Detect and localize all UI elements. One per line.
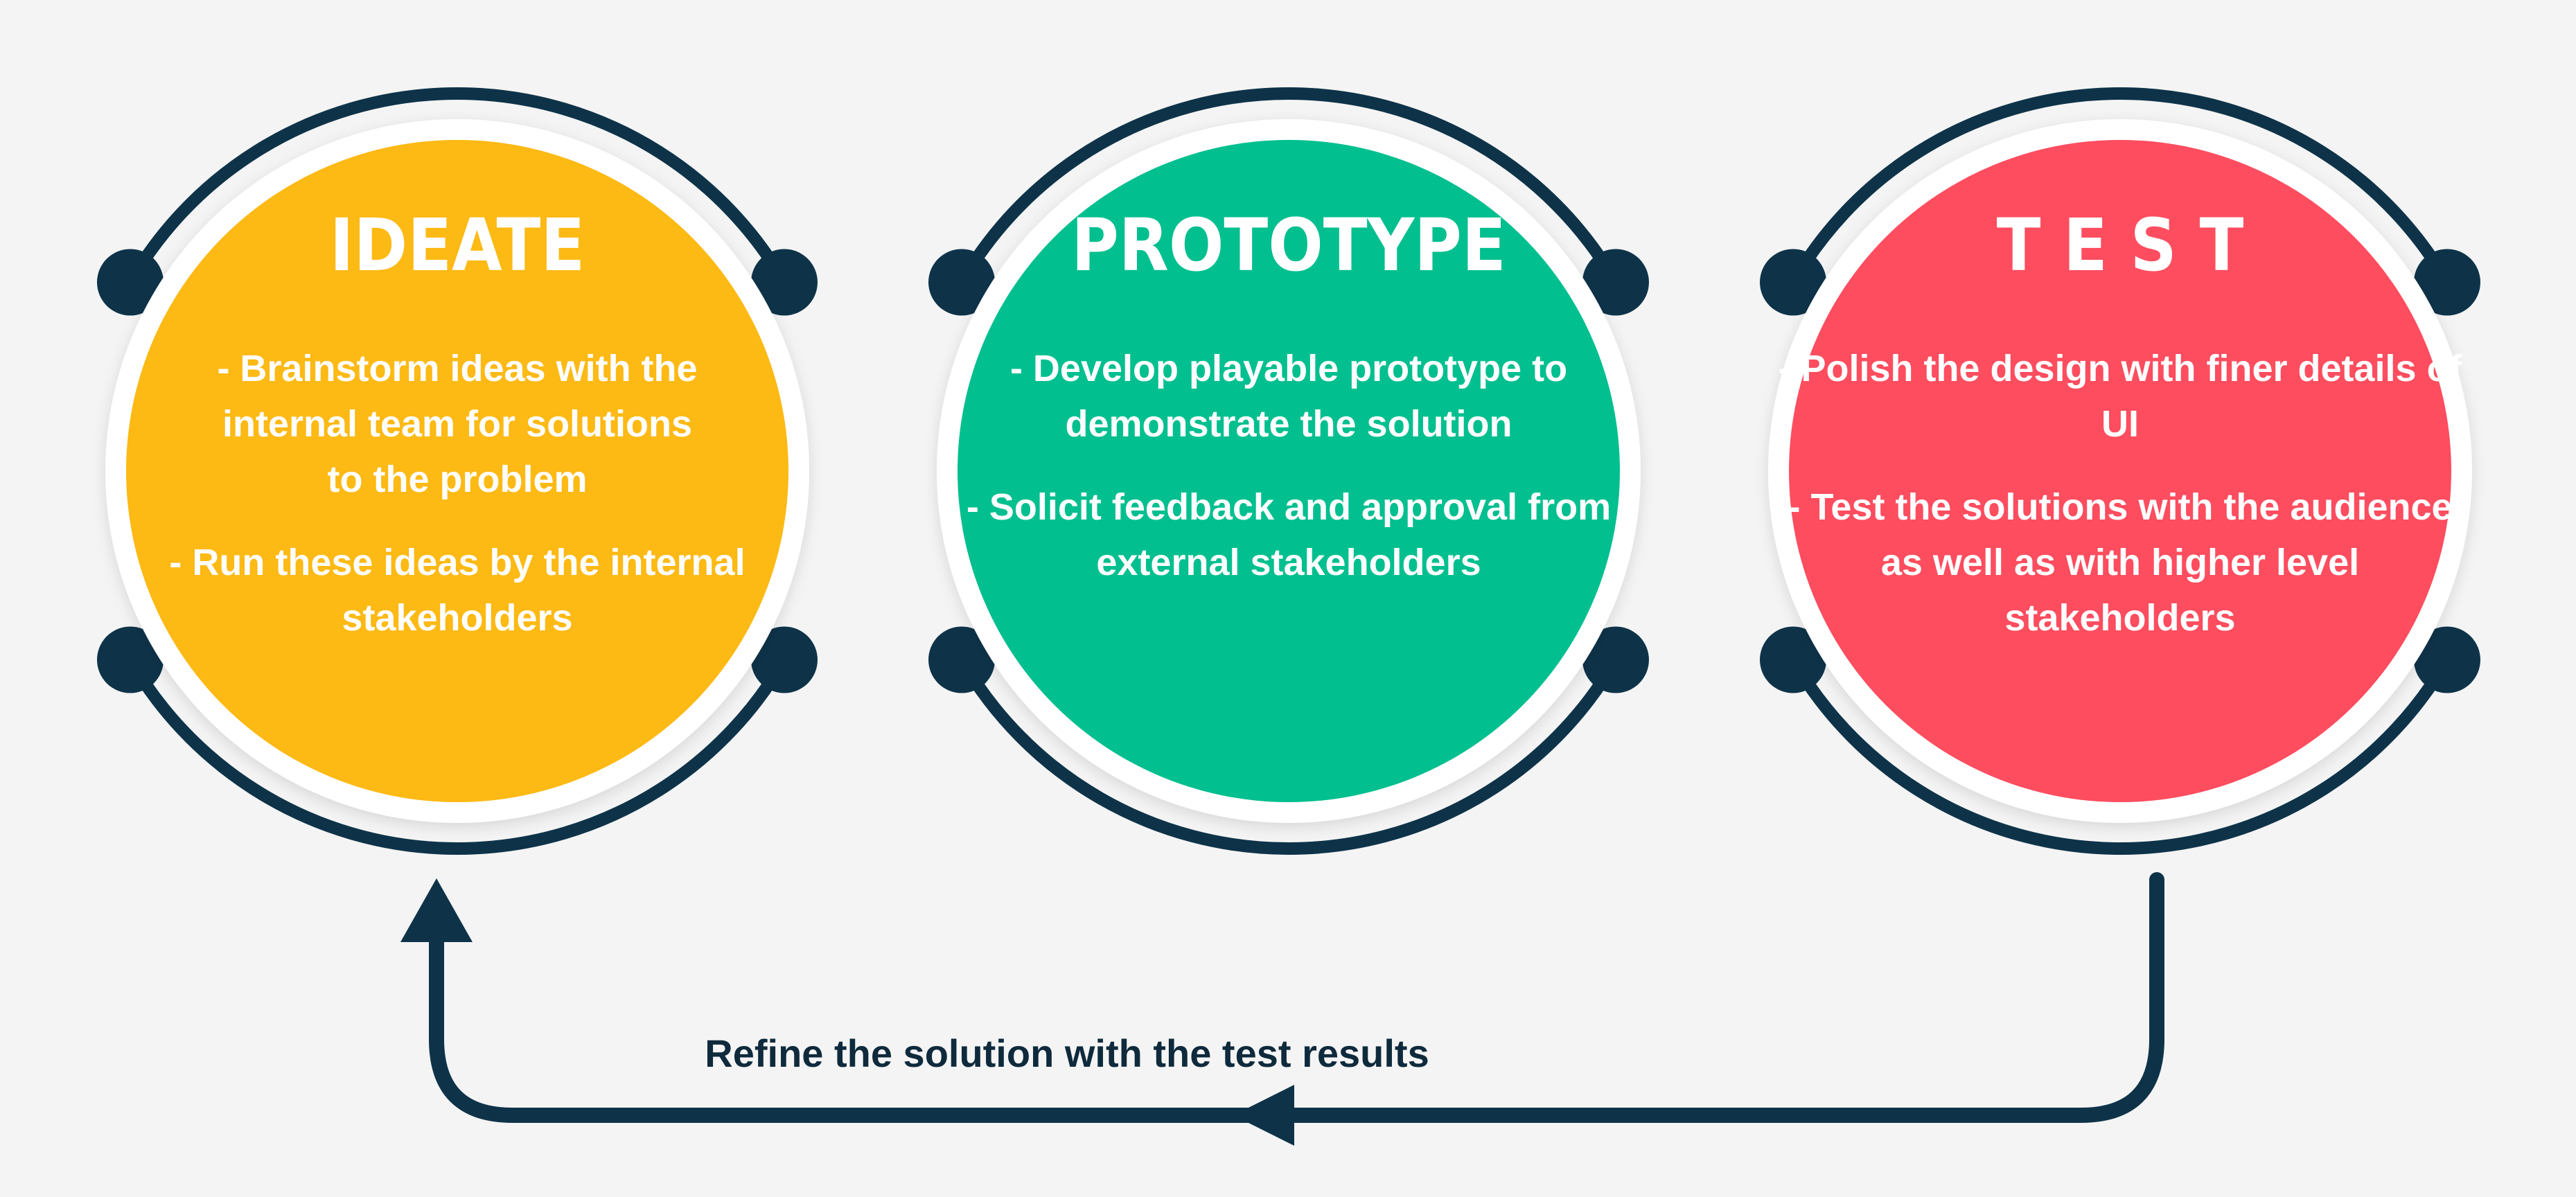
stage-description-line: - Polish the design with finer details o… [1778,348,2462,389]
stage-ideate: IDEATE - Brainstorm ideas with the interna… [97,87,818,855]
stage-description-line: - Develop playable prototype to [1010,348,1567,389]
knob-dot-icon [97,249,164,316]
stage-test: T E S T - Polish the design with finer de… [1760,87,2480,855]
knob-dot-icon [2413,626,2480,693]
bottom-arc [124,653,791,855]
knob-dot-icon [928,249,996,316]
knob-dot-icon [750,626,818,693]
stage-description-line: to the problem [328,459,588,500]
stage-description-line: UI [2101,403,2139,445]
stage-description-line: internal team for solutions [222,403,692,445]
stage-description-line: - Test the solutions with the audience [1788,486,2452,528]
stage-description-line: demonstrate the solution [1065,403,1512,445]
bottom-arc [1787,653,2453,855]
up-arrowhead-icon [400,878,473,942]
stage-prototype: PROTOTYPE - Develop playable prototype to… [928,87,1649,855]
knob-dot-icon [1760,249,1827,316]
stage-title: PROTOTYPE [1071,203,1506,287]
stage-description-line: stakeholders [342,597,572,639]
stage-disc [958,140,1620,802]
knob-dot-icon [1582,249,1649,316]
stage-disc [1789,140,2451,802]
left-arrowhead-icon [1233,1085,1294,1146]
knob-dot-icon [928,626,996,693]
stage-description-line: - Solicit feedback and approval from [967,486,1611,528]
stage-description-line: - Run these ideas by the internal [169,542,745,583]
top-arc [1787,87,2453,289]
stage-description-line: external stakeholders [1096,542,1481,583]
knob-dot-icon [750,249,818,316]
top-arc [955,87,1622,289]
feedback-loop-label: Refine the solution with the test result… [705,1031,1429,1075]
stage-title: T E S T [1997,203,2244,287]
knob-dot-icon [1760,626,1827,693]
knob-dot-icon [2413,249,2480,316]
stage-description-line: - Brainstorm ideas with the [217,348,697,389]
stage-disc [126,140,788,802]
feedback-loop-path [429,872,2164,1123]
stage-description-line: as well as with higher level [1881,542,2359,583]
knob-dot-icon [97,626,164,693]
stage-description-line: stakeholders [2004,597,2235,639]
knob-dot-icon [1582,626,1649,693]
top-arc [124,87,791,289]
stage-title: IDEATE [330,203,585,287]
bottom-arc [955,653,1622,855]
